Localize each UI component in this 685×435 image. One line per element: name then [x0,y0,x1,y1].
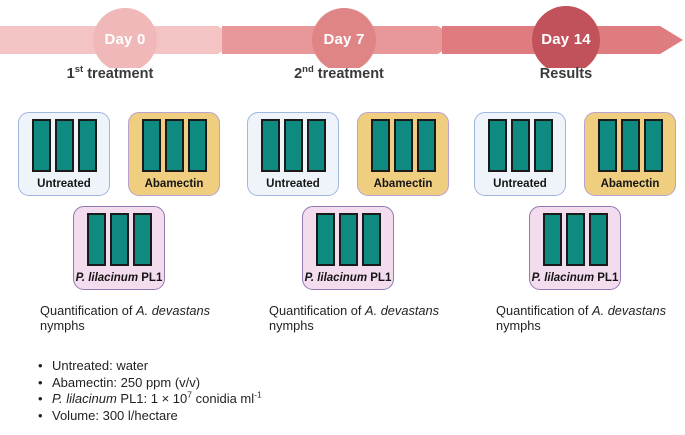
plot-replicates [358,119,448,173]
treatment-card-label: Untreated [266,178,320,190]
timeline-milestone-day-7 [312,8,376,68]
note-item: P. lilacinum PL1: 1 × 107 conidia ml-1 [38,391,433,408]
plot-replicate [597,119,617,172]
plot-replicates [248,119,338,173]
timeline: Day 0 Day 7 Day 14 [0,0,685,68]
plot-replicate [164,119,184,172]
plot-replicate [370,119,390,172]
quantification-caption: Quantification of A. devastans nymphs [40,303,211,333]
column-header-2nd-treatment: 2nd treatment [294,64,384,82]
plot-replicates [475,119,565,173]
plot-replicate [260,119,280,172]
plot-replicate [565,213,585,266]
treatment-card-label: Abamectin [600,178,660,190]
plot-replicate [306,119,326,172]
plot-replicate [542,213,562,266]
treatment-card-untreated[interactable]: Untreated [474,112,566,196]
treatment-card-untreated[interactable]: Untreated [247,112,339,196]
treatment-card-label: Untreated [493,178,547,190]
plot-replicate [187,119,207,172]
column-header-1st-treatment: 1st treatment [66,64,154,82]
treatment-card-label: Abamectin [144,178,204,190]
plot-replicate [643,119,663,172]
treatment-card-label: P. lilacinum PL1 [531,272,619,284]
plot-replicate [361,213,381,266]
plot-replicate [510,119,530,172]
treatment-card-p-lilacinum-pl1[interactable]: P. lilacinum PL1 [529,206,621,290]
notes-items: Untreated: waterAbamectin: 250 ppm (v/v)… [33,358,433,424]
plot-replicate [283,119,303,172]
plot-replicates [19,119,109,173]
treatment-card-label: Untreated [37,178,91,190]
plot-replicates [129,119,219,173]
timeline-arrow-graphic [0,6,683,68]
column-header-results: Results [539,66,593,82]
quantification-caption: Quantification of A. devastans nymphs [496,303,667,333]
treatment-card-label: Abamectin [373,178,433,190]
treatment-card-abamectin[interactable]: Abamectin [584,112,676,196]
plot-replicate [533,119,553,172]
plot-replicates [585,119,675,173]
quantification-caption: Quantification of A. devastans nymphs [269,303,440,333]
treatment-card-abamectin[interactable]: Abamectin [357,112,449,196]
note-item: Volume: 300 l/hectare [38,408,433,425]
plot-replicate [588,213,608,266]
plot-replicate [77,119,97,172]
treatment-card-untreated[interactable]: Untreated [18,112,110,196]
plot-replicates [530,213,620,267]
plot-replicates [74,213,164,267]
plot-replicate [109,213,129,266]
timeline-milestone-day-14 [532,6,600,68]
plot-replicate [31,119,51,172]
plot-replicate [315,213,335,266]
plot-replicate [132,213,152,266]
notes-list: Untreated: waterAbamectin: 250 ppm (v/v)… [33,358,433,424]
treatment-card-p-lilacinum-pl1[interactable]: P. lilacinum PL1 [73,206,165,290]
plot-replicate [487,119,507,172]
plot-replicate [86,213,106,266]
plot-replicate [620,119,640,172]
plot-replicate [54,119,74,172]
plot-replicates [303,213,393,267]
timeline-milestone-day-0 [93,8,157,68]
note-item: Abamectin: 250 ppm (v/v) [38,375,433,392]
plot-replicate [393,119,413,172]
treatment-card-abamectin[interactable]: Abamectin [128,112,220,196]
treatment-card-label: P. lilacinum PL1 [75,272,163,284]
note-item: Untreated: water [38,358,433,375]
plot-replicate [141,119,161,172]
plot-replicate [338,213,358,266]
treatment-card-label: P. lilacinum PL1 [304,272,392,284]
plot-replicate [416,119,436,172]
treatment-card-p-lilacinum-pl1[interactable]: P. lilacinum PL1 [302,206,394,290]
